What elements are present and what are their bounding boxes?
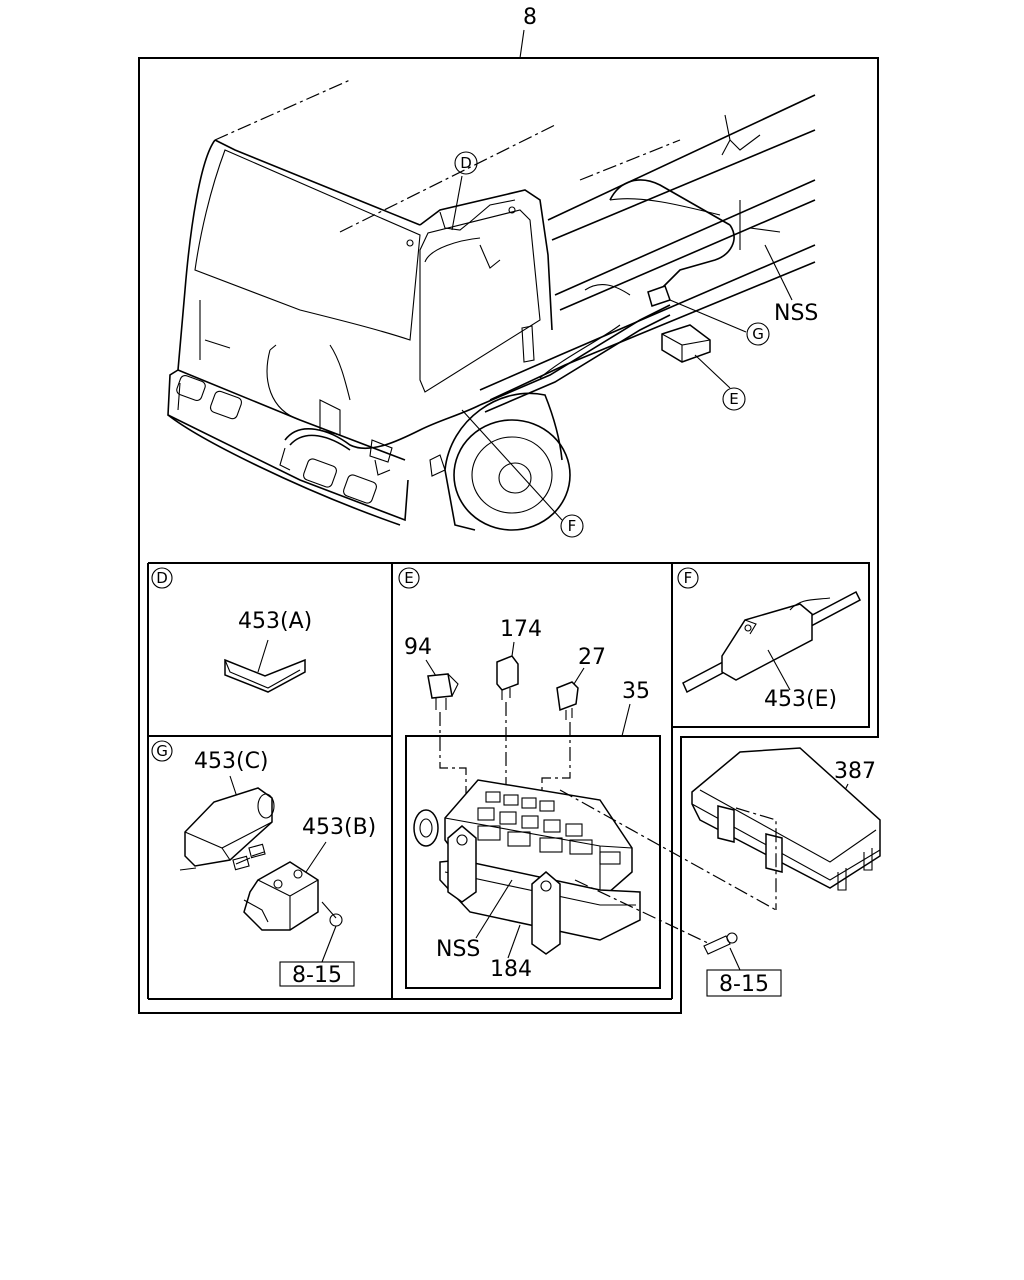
- bolt-815: [703, 935, 731, 955]
- detail-g-letter: G: [156, 742, 168, 760]
- part-453b-label: 453(B): [302, 815, 376, 840]
- fuse-block-frame: [405, 735, 661, 989]
- bracket-453b: [243, 861, 319, 931]
- callout-f-label: F: [568, 517, 577, 535]
- part-387-label: 387: [834, 759, 876, 784]
- callout-d: D: [454, 151, 478, 175]
- detail-d-leader: [257, 639, 269, 673]
- callout-e: E: [722, 387, 746, 411]
- part-184-label: 184: [490, 957, 532, 982]
- fuse-slots: [477, 791, 621, 865]
- leader-e: [694, 354, 731, 389]
- detail-d-letter: D: [156, 569, 168, 587]
- callout-e-label: E: [729, 390, 738, 408]
- detail-g-panel: G 453(C) 453(B) 8-15: [151, 740, 376, 988]
- ref-815-g-text: 8-15: [292, 963, 342, 988]
- bracket-right: [531, 871, 561, 955]
- bracket-453a: [224, 658, 306, 693]
- leader-g: [669, 299, 747, 333]
- nss-label-main: NSS: [774, 301, 818, 326]
- detail-f-leader: [767, 649, 791, 691]
- part-27-label: 27: [578, 645, 606, 670]
- truck-illustration: [167, 79, 816, 531]
- ref-815-cover-box[interactable]: [706, 969, 782, 997]
- nss-label-e: NSS: [436, 937, 480, 962]
- detail-e-letter: E: [404, 569, 413, 587]
- callout-g: G: [746, 322, 770, 346]
- relay-94: [427, 673, 453, 699]
- part-174-label: 174: [500, 617, 542, 642]
- detail-d-part-label: 453(A): [238, 609, 312, 634]
- detail-f-part-label: 453(E): [764, 687, 837, 712]
- nss-e-leader: [475, 879, 513, 939]
- ref-815-g-box[interactable]: [279, 961, 355, 987]
- assembly-number: 8: [523, 5, 537, 30]
- detail-f-panel: F 453(E): [677, 567, 861, 712]
- part-35-leader: [621, 703, 631, 737]
- ref-815-cover-text: 8-15: [719, 972, 769, 997]
- part-94-label: 94: [404, 635, 432, 660]
- part-453c-label: 453(C): [194, 749, 269, 774]
- leader-f: [461, 409, 563, 521]
- outer-frame: [138, 57, 879, 1014]
- callout-f: F: [560, 514, 584, 538]
- protector-453e: [721, 603, 813, 681]
- callout-d-label: D: [460, 154, 472, 172]
- cover-group: 387 8-15: [559, 747, 881, 997]
- detail-e-panel: E 94 174 27 35: [398, 567, 711, 989]
- part-184-leader: [507, 924, 521, 959]
- fuse-27: [556, 681, 579, 712]
- detail-d-panel: D 453(A): [151, 567, 312, 693]
- part-35-label: 35: [622, 679, 650, 704]
- callout-g-label: G: [752, 325, 764, 343]
- assembly-leader: [519, 29, 525, 59]
- ref-815-g-leader: [321, 925, 337, 963]
- leader-nss-main: [764, 244, 793, 301]
- fuse-block-connector: [413, 809, 439, 847]
- fuse-174: [496, 655, 519, 691]
- cover-387: [691, 747, 881, 889]
- detail-f-letter: F: [684, 569, 693, 587]
- bracket-left: [447, 825, 477, 903]
- leader-d: [451, 175, 463, 231]
- detail-panel-row1: [148, 562, 870, 728]
